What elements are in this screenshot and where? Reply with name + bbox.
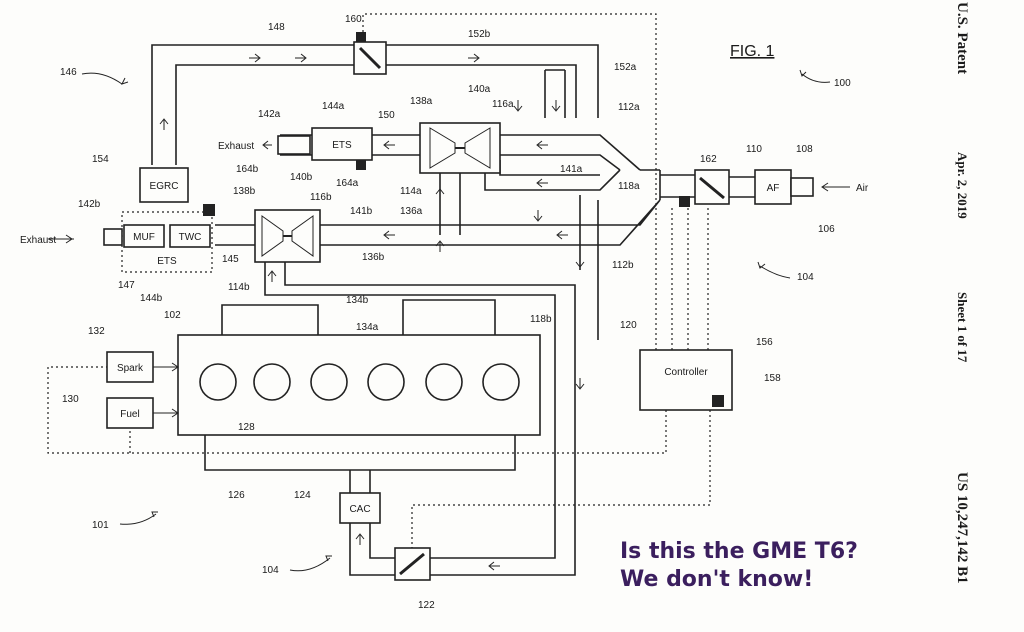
ref-164b: 164b xyxy=(236,164,259,175)
ref-158: 158 xyxy=(764,373,781,384)
muf-label: MUF xyxy=(133,232,155,243)
fuel-label: Fuel xyxy=(120,409,139,420)
ref-102: 102 xyxy=(164,310,181,321)
ref-130: 130 xyxy=(62,394,79,405)
ref-140a: 140a xyxy=(468,84,491,95)
af-label: AF xyxy=(767,183,780,194)
ets-a: ETS xyxy=(311,127,373,170)
ref-114b: 114b xyxy=(228,282,250,293)
ref-154: 154 xyxy=(92,154,109,165)
caption-line-2: We don't know! xyxy=(620,567,813,592)
ref-136b: 136b xyxy=(362,252,385,263)
ref-141b: 141b xyxy=(350,206,373,217)
cac: CAC xyxy=(339,470,500,576)
ref-106: 106 xyxy=(818,224,835,235)
patent-number: US 10,247,142 B1 xyxy=(954,472,970,584)
ref-138a: 138a xyxy=(410,96,433,107)
fuel-box: Fuel xyxy=(106,397,179,429)
twc-label: TWC xyxy=(179,232,202,243)
ref-138b: 138b xyxy=(233,186,256,197)
patent-office-text: U.S. Patent xyxy=(954,2,970,74)
ref-128: 128 xyxy=(238,422,255,433)
ref-162: 162 xyxy=(700,154,717,165)
ref-144a: 144a xyxy=(322,101,345,112)
ref-110: 110 xyxy=(746,144,762,155)
ref-112b: 112b xyxy=(612,260,634,271)
figure-title: FIG. 1 xyxy=(730,43,775,60)
ref-116a: 116a xyxy=(492,99,514,110)
ref-132: 132 xyxy=(88,326,105,337)
exhaust-a-outlet: Exhaust xyxy=(218,135,311,155)
bypass-valve xyxy=(394,547,431,581)
turbo-b-pipes xyxy=(215,195,661,390)
ets-b-label: ETS xyxy=(157,256,177,267)
ref-156: 156 xyxy=(756,337,773,348)
turbo-a xyxy=(419,122,501,174)
patent-date: Apr. 2, 2019 xyxy=(955,152,970,219)
controller-label: Controller xyxy=(664,367,708,378)
control-lines xyxy=(47,13,711,548)
ref-112a: 112a xyxy=(618,102,640,113)
ref-116b: 116b xyxy=(310,192,332,203)
egr-loop-pipe xyxy=(151,44,599,165)
ref-126: 126 xyxy=(228,490,245,501)
patent-header: U.S. Patent Apr. 2, 2019 Sheet 1 of 17 U… xyxy=(954,2,970,584)
ref-114a: 114a xyxy=(400,186,422,197)
ref-144b: 144b xyxy=(140,293,163,304)
exhaust-b-label: Exhaust xyxy=(20,235,56,246)
ref-136a: 136a xyxy=(400,206,423,217)
ref-134a: 134a xyxy=(356,322,379,333)
ref-120: 120 xyxy=(620,320,637,331)
ref-141a: 141a xyxy=(560,164,583,175)
engine-block xyxy=(177,262,576,576)
ref-134b: 134b xyxy=(346,295,369,306)
spark-box: Spark xyxy=(106,351,179,383)
ref-160: 160 xyxy=(345,14,362,25)
intake-path: AF Air xyxy=(640,169,869,207)
egrc: EGRC xyxy=(139,167,189,203)
ets-b-group: MUF TWC ETS Exhaust xyxy=(20,204,215,273)
ref-122: 122 xyxy=(418,600,435,611)
ref-142a: 142a xyxy=(258,109,281,120)
controller: Controller xyxy=(639,349,733,411)
ref-146: 146 xyxy=(60,67,77,78)
ref-108: 108 xyxy=(796,144,813,155)
ref-104-right: 104 xyxy=(797,272,814,283)
ref-148: 148 xyxy=(268,22,285,33)
ref-118a: 118a xyxy=(618,181,640,192)
ref-124: 124 xyxy=(294,490,311,501)
ref-152b: 152b xyxy=(468,29,491,40)
patent-sheet: Sheet 1 of 17 xyxy=(955,292,970,363)
spark-label: Spark xyxy=(117,363,144,374)
air-label: Air xyxy=(856,183,869,194)
ref-145: 145 xyxy=(222,254,239,265)
ref-101: 101 xyxy=(92,520,109,531)
ref-140b: 140b xyxy=(290,172,313,183)
ref-100: 100 xyxy=(834,78,851,89)
ref-152a: 152a xyxy=(614,62,637,73)
cac-label: CAC xyxy=(349,504,370,515)
caption-line-1: Is this the GME T6? xyxy=(620,539,858,564)
egr-valve xyxy=(353,32,387,75)
ref-142b: 142b xyxy=(78,199,101,210)
ref-150: 150 xyxy=(378,110,395,121)
ref-104-bottom: 104 xyxy=(262,565,279,576)
ref-164a: 164a xyxy=(336,178,359,189)
reference-numerals: 148 160 152b 152a 146 144a 142a 150 138a… xyxy=(60,14,851,611)
exhaust-a-label: Exhaust xyxy=(218,141,254,152)
ref-147: 147 xyxy=(118,280,135,291)
turbo-b xyxy=(254,209,321,263)
ets-a-label: ETS xyxy=(332,140,352,151)
ref-118b: 118b xyxy=(530,314,552,325)
egrc-label: EGRC xyxy=(150,181,179,192)
